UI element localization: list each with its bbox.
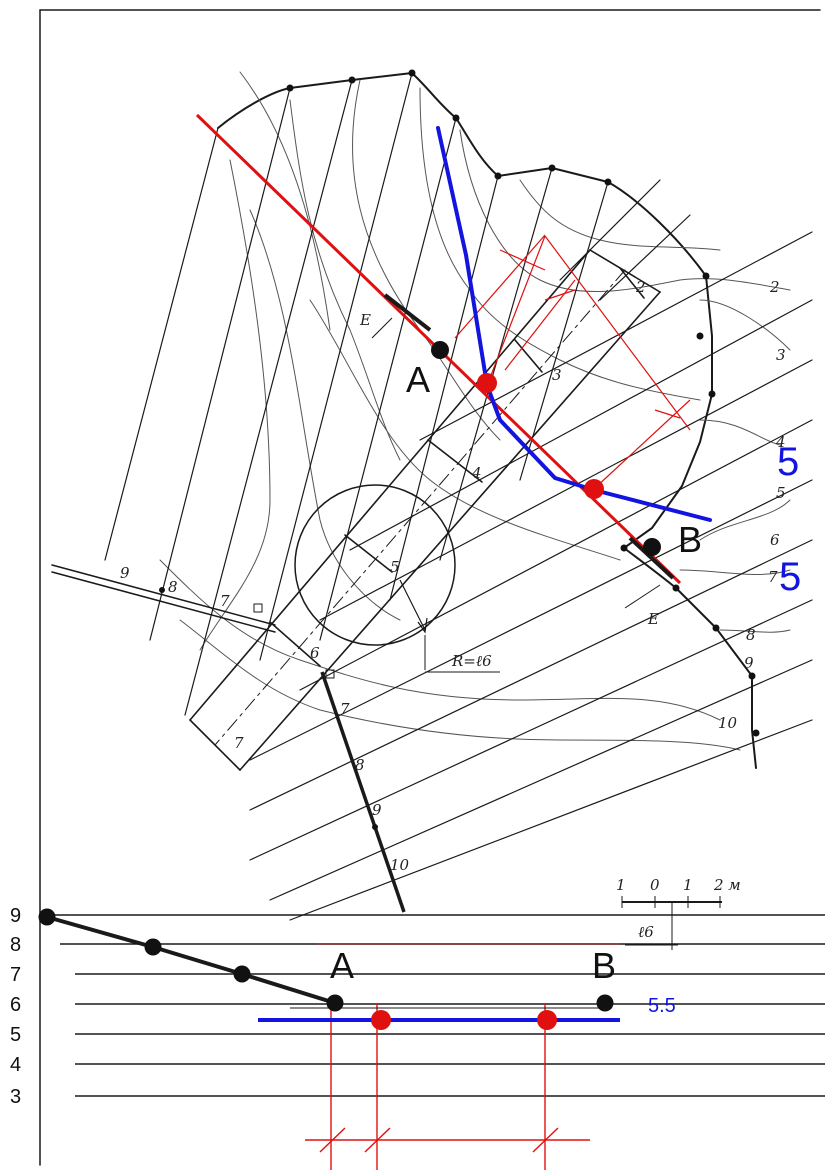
svg-text:10: 10	[718, 714, 738, 732]
svg-text:5: 5	[10, 1024, 21, 1046]
plan-label-a: A	[406, 359, 430, 400]
svg-text:10: 10	[390, 856, 410, 874]
profile-label-a: A	[330, 945, 354, 986]
svg-text:9: 9	[10, 905, 21, 927]
svg-text:9: 9	[372, 801, 382, 819]
profile-label-b: B	[592, 945, 616, 986]
left-branch	[51, 564, 276, 633]
profile-red-point-1[interactable]	[371, 1010, 391, 1030]
branch-station-labels: 7 8 9 10	[340, 700, 410, 874]
svg-text:6: 6	[310, 644, 320, 662]
svg-text:ℓ6: ℓ6	[638, 923, 654, 941]
svg-text:1: 1	[616, 876, 626, 894]
profile-red-point-2[interactable]	[537, 1010, 557, 1030]
contour-labels: 2 3 4 5 6 7 8 9 10	[718, 278, 786, 732]
projection-lines	[104, 72, 813, 921]
svg-text:8: 8	[355, 756, 365, 774]
svg-text:7: 7	[340, 700, 350, 718]
svg-text:7: 7	[220, 592, 230, 610]
svg-text:7: 7	[768, 568, 778, 586]
road-corridor	[189, 249, 661, 771]
road-station-labels: 2 3 4 5 6 7	[234, 278, 646, 752]
svg-text:2 м: 2 м	[713, 876, 741, 894]
svg-text:1: 1	[683, 876, 693, 894]
page-frame	[39, 9, 821, 1166]
svg-text:9: 9	[120, 564, 130, 582]
svg-text:8: 8	[168, 578, 178, 596]
profile-red-verticals	[305, 1004, 590, 1170]
profile-point-b[interactable]	[596, 994, 614, 1012]
turning-circle	[294, 484, 500, 673]
profile-points	[38, 908, 251, 983]
blue-contour-label-1: 5	[777, 440, 799, 484]
profile-view: 9 8 7 6 5 4 3	[10, 905, 825, 1170]
svg-text:8: 8	[746, 626, 756, 644]
left-branch-labels: 9 8 7	[120, 564, 230, 610]
plan-view: A B E E R=ℓ6 5 5 2 3 4 5 6 7 8 9 10 2 3 …	[51, 69, 813, 950]
svg-text:8: 8	[10, 934, 21, 956]
svg-text:4: 4	[10, 1054, 21, 1076]
svg-text:0: 0	[650, 876, 660, 894]
red-construction	[454, 234, 691, 489]
svg-text:7: 7	[234, 734, 244, 752]
edge-label-e-top: E	[359, 311, 371, 329]
svg-text:3: 3	[552, 366, 562, 384]
blue-contour-label-2: 5	[779, 555, 801, 599]
svg-text:2: 2	[635, 278, 646, 296]
radius-label: R=ℓ6	[451, 652, 492, 670]
svg-text:2: 2	[769, 278, 780, 296]
svg-text:5: 5	[390, 558, 400, 576]
svg-text:4: 4	[775, 433, 786, 451]
svg-text:6: 6	[770, 531, 780, 549]
scale-bar: 1 0 1 2 м ℓ6	[616, 876, 741, 950]
plan-red-point-1[interactable]	[477, 373, 497, 393]
svg-text:3: 3	[10, 1086, 21, 1108]
edge-marks	[371, 293, 675, 609]
plan-point-b[interactable]	[643, 538, 661, 556]
plan-red-point-2[interactable]	[584, 479, 604, 499]
profile-terrain-line	[46, 915, 336, 1005]
profile-point-a[interactable]	[326, 994, 344, 1012]
down-branch	[320, 669, 406, 913]
profile-y-axis: 9 8 7 6 5 4 3	[10, 905, 21, 1108]
svg-text:6: 6	[10, 994, 21, 1016]
plan-label-b: B	[678, 519, 702, 560]
svg-text:9: 9	[744, 654, 754, 672]
profile-blue-level-label: 5.5	[648, 995, 676, 1017]
svg-text:7: 7	[10, 964, 21, 986]
terrain-vertices	[159, 69, 760, 830]
blue-contour-line	[436, 126, 712, 522]
svg-text:3: 3	[776, 346, 786, 364]
svg-text:5: 5	[776, 484, 786, 502]
edge-label-e-bottom: E	[647, 610, 659, 628]
svg-text:4: 4	[471, 464, 482, 482]
plan-point-a[interactable]	[431, 341, 449, 359]
